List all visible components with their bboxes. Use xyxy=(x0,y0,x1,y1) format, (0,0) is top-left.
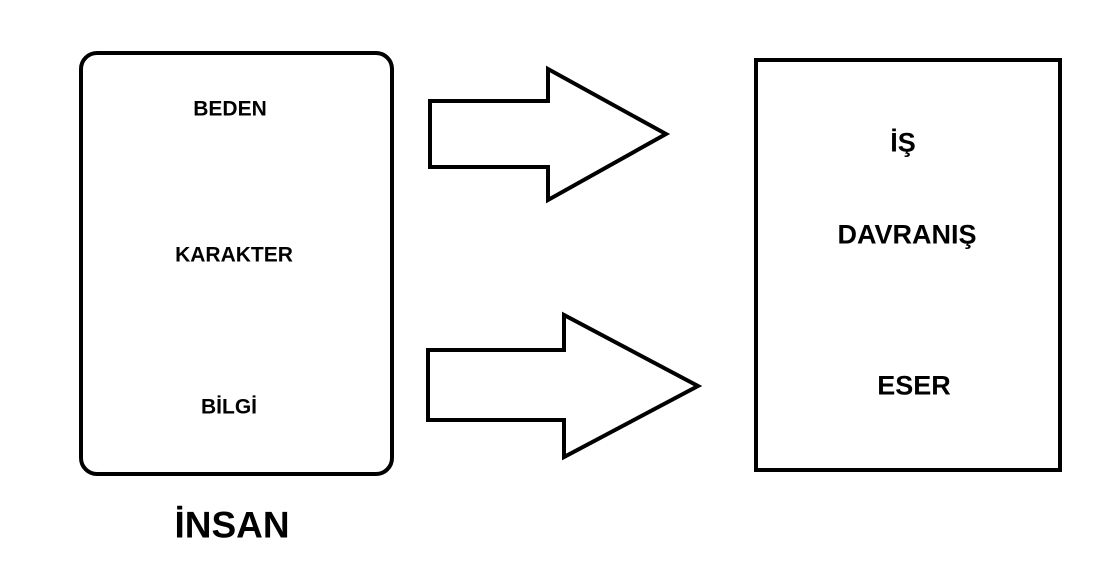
target-item-davranis: DAVRANIŞ xyxy=(837,219,977,250)
source-item-beden: BEDEN xyxy=(193,97,267,121)
output-box xyxy=(754,58,1062,472)
insan-box xyxy=(79,51,394,476)
arrow-bottom xyxy=(426,311,703,461)
source-item-bilgi: BİLGİ xyxy=(201,395,257,419)
target-item-is: İŞ xyxy=(890,127,916,158)
target-item-eser: ESER xyxy=(877,370,951,401)
source-caption: İNSAN xyxy=(174,504,290,546)
source-item-karakter: KARAKTER xyxy=(175,243,293,267)
arrow-top xyxy=(428,65,671,204)
